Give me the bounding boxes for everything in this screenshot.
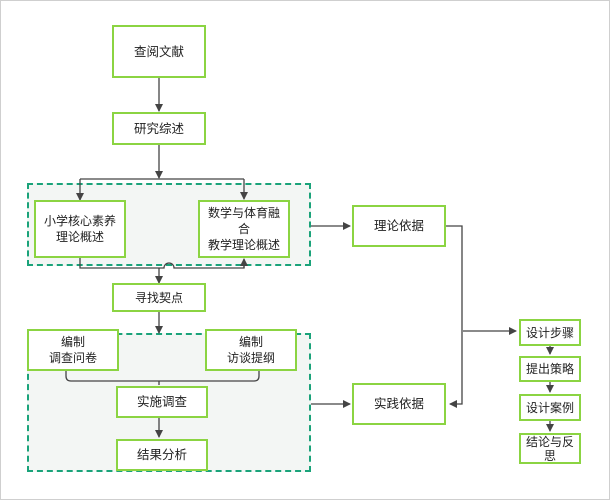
node-jieguo-fenxi: 结果分析: [116, 439, 208, 471]
node-xiaoxue-hexin-suyang: 小学核心素养 理论概述: [34, 200, 126, 258]
edge-theory-merge: [79, 257, 245, 269]
node-xunzhao-qidian: 寻找契点: [112, 283, 206, 312]
node-tichu-celue: 提出策略: [519, 356, 581, 382]
node-bianzhi-fangtan: 编制 访谈提纲: [205, 329, 297, 371]
node-yanjiu-zongshu: 研究综述: [112, 112, 206, 145]
node-lilun-yiju: 理论依据: [352, 205, 446, 247]
node-shijian-yiju: 实践依据: [352, 383, 446, 425]
node-shishi-diaocha: 实施调查: [116, 386, 208, 418]
node-sheji-anli: 设计案例: [519, 394, 581, 421]
node-sheji-buzhou: 设计步骤: [519, 319, 581, 346]
node-chayue-wenxian: 查阅文献: [112, 25, 206, 78]
edge-practice-brace: [65, 370, 260, 382]
node-bianzhi-wenjuan: 编制 调查问卷: [27, 329, 119, 371]
node-jielun-fansi: 结论与反思: [519, 433, 581, 464]
edge-lilun-bracket: [446, 225, 463, 408]
node-shuxue-tiyu: 数学与体育融合 教学理论概述: [198, 200, 290, 258]
